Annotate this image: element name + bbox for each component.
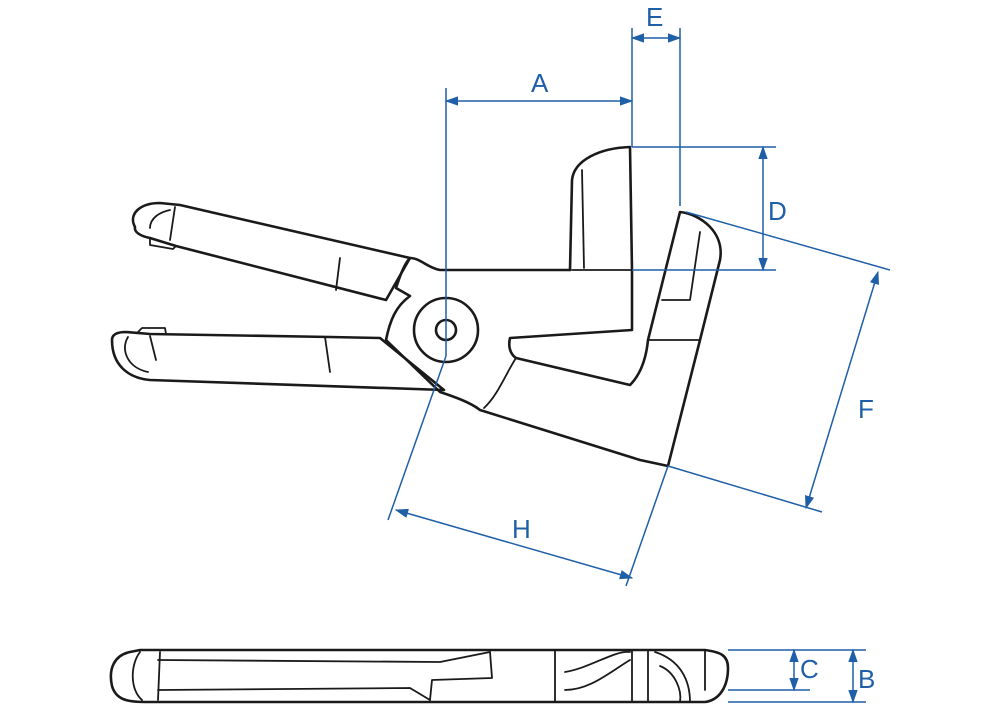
label-e: E [646,2,663,32]
label-a: A [531,68,549,98]
dimension-lines [387,28,891,704]
bottom-outline [109,648,730,704]
dim-line-f [805,270,879,510]
label-d: D [768,196,787,226]
dimension-labels: A E D F H C B [512,2,875,694]
label-c: C [800,654,819,684]
dim-line-h [394,508,634,580]
label-f: F [858,394,874,424]
lower-finger [110,330,446,392]
jaw-body [384,145,722,468]
label-b: B [858,664,875,694]
side-view [110,145,722,468]
bottom-view [109,648,730,704]
label-h: H [512,514,531,544]
upper-finger [131,201,412,302]
